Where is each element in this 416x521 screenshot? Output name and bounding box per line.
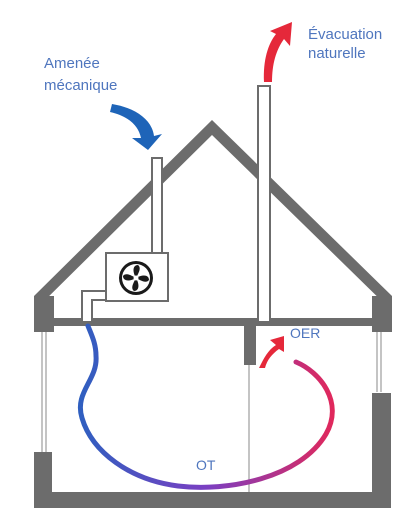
supply-duct <box>151 157 163 255</box>
exhaust-chimney <box>257 85 271 323</box>
oer-label: OER <box>290 325 320 341</box>
ceiling-slab <box>34 318 392 326</box>
right-eave <box>372 296 392 332</box>
window-lines <box>41 332 382 492</box>
supply-label-line2: mécanique <box>44 77 117 94</box>
supply-label-line1: Amenée <box>44 55 100 72</box>
floor-base <box>34 393 391 508</box>
curved-arrow-up-icon <box>263 22 292 82</box>
left-eave <box>34 296 54 332</box>
distribution-duct <box>81 290 107 323</box>
air-flow-path <box>77 323 335 490</box>
fan-icon <box>119 261 153 295</box>
return-arrow-icon <box>259 336 284 368</box>
ot-label: OT <box>196 457 216 473</box>
exhaust-label-line2: naturelle <box>308 45 366 62</box>
exhaust-label-line1: Évacuation <box>308 26 382 43</box>
partition-wall <box>244 318 256 365</box>
curved-arrow-down-icon <box>110 104 162 150</box>
roof <box>34 120 392 311</box>
